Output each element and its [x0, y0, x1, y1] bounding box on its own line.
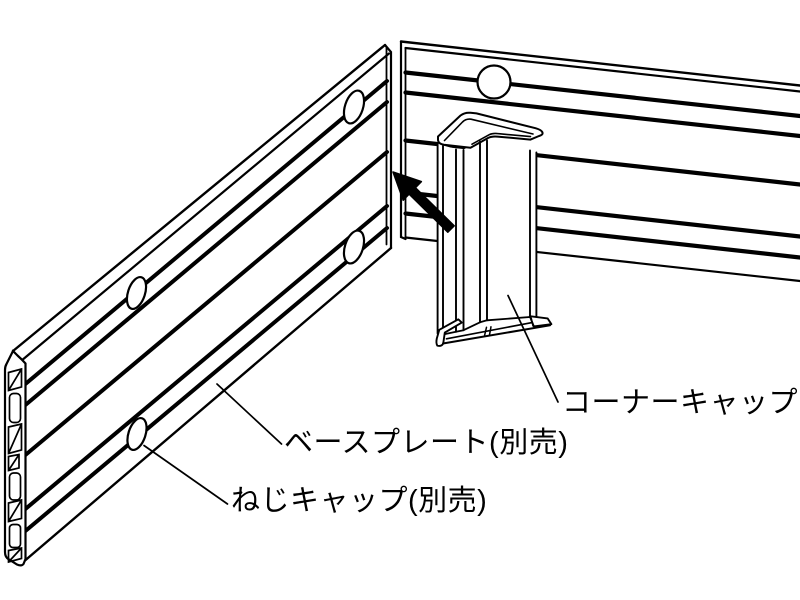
- screw-cap-hole: [125, 275, 148, 311]
- leader-screw-cap: [143, 444, 229, 505]
- base-plate-left: [3, 43, 393, 567]
- leader-lines: [143, 294, 559, 505]
- corner-cap-foot: [435, 318, 463, 347]
- screw-cap-hole: [342, 89, 366, 125]
- screw-cap-hole: [342, 229, 366, 265]
- label-corner-cap: コーナーキャップ: [562, 387, 799, 419]
- screw-cap-hole: [126, 416, 148, 452]
- label-base-plate: ベースプレート(別売): [284, 427, 569, 459]
- plate-end-profile: [3, 349, 27, 567]
- screw-cap-hole: [476, 64, 512, 100]
- corner-cap: [435, 111, 553, 347]
- insertion-arrow-icon: [392, 171, 455, 233]
- label-screw-cap: ねじキャップ(別売): [231, 485, 488, 517]
- leader-corner-cap: [507, 294, 559, 403]
- leader-base-plate: [216, 383, 283, 445]
